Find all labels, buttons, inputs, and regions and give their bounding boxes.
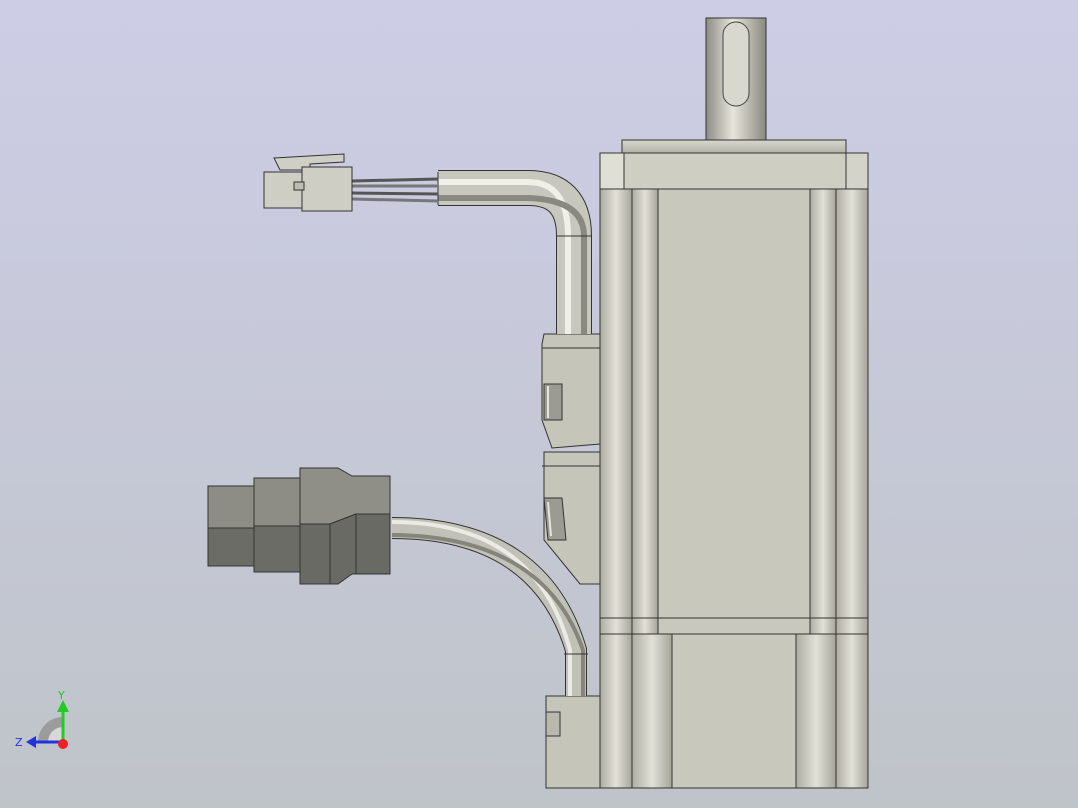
motor-encoder-housing [599, 633, 869, 789]
upper-wires [351, 177, 439, 203]
motor-shaft [705, 17, 767, 141]
motor-flange [599, 139, 869, 190]
bottom-terminal-block [545, 695, 601, 789]
large-power-connector [207, 467, 391, 585]
small-signal-connector [263, 153, 353, 212]
upper-cable [437, 170, 592, 334]
power-terminal-box [541, 333, 601, 449]
y-axis-label: Y [57, 689, 65, 702]
encoder-terminal-box [542, 451, 601, 585]
lower-cable [391, 517, 588, 696]
motor-body [599, 188, 869, 635]
axis-triad-icon[interactable]: Y Z [15, 689, 69, 749]
z-axis-label: Z [15, 736, 23, 749]
